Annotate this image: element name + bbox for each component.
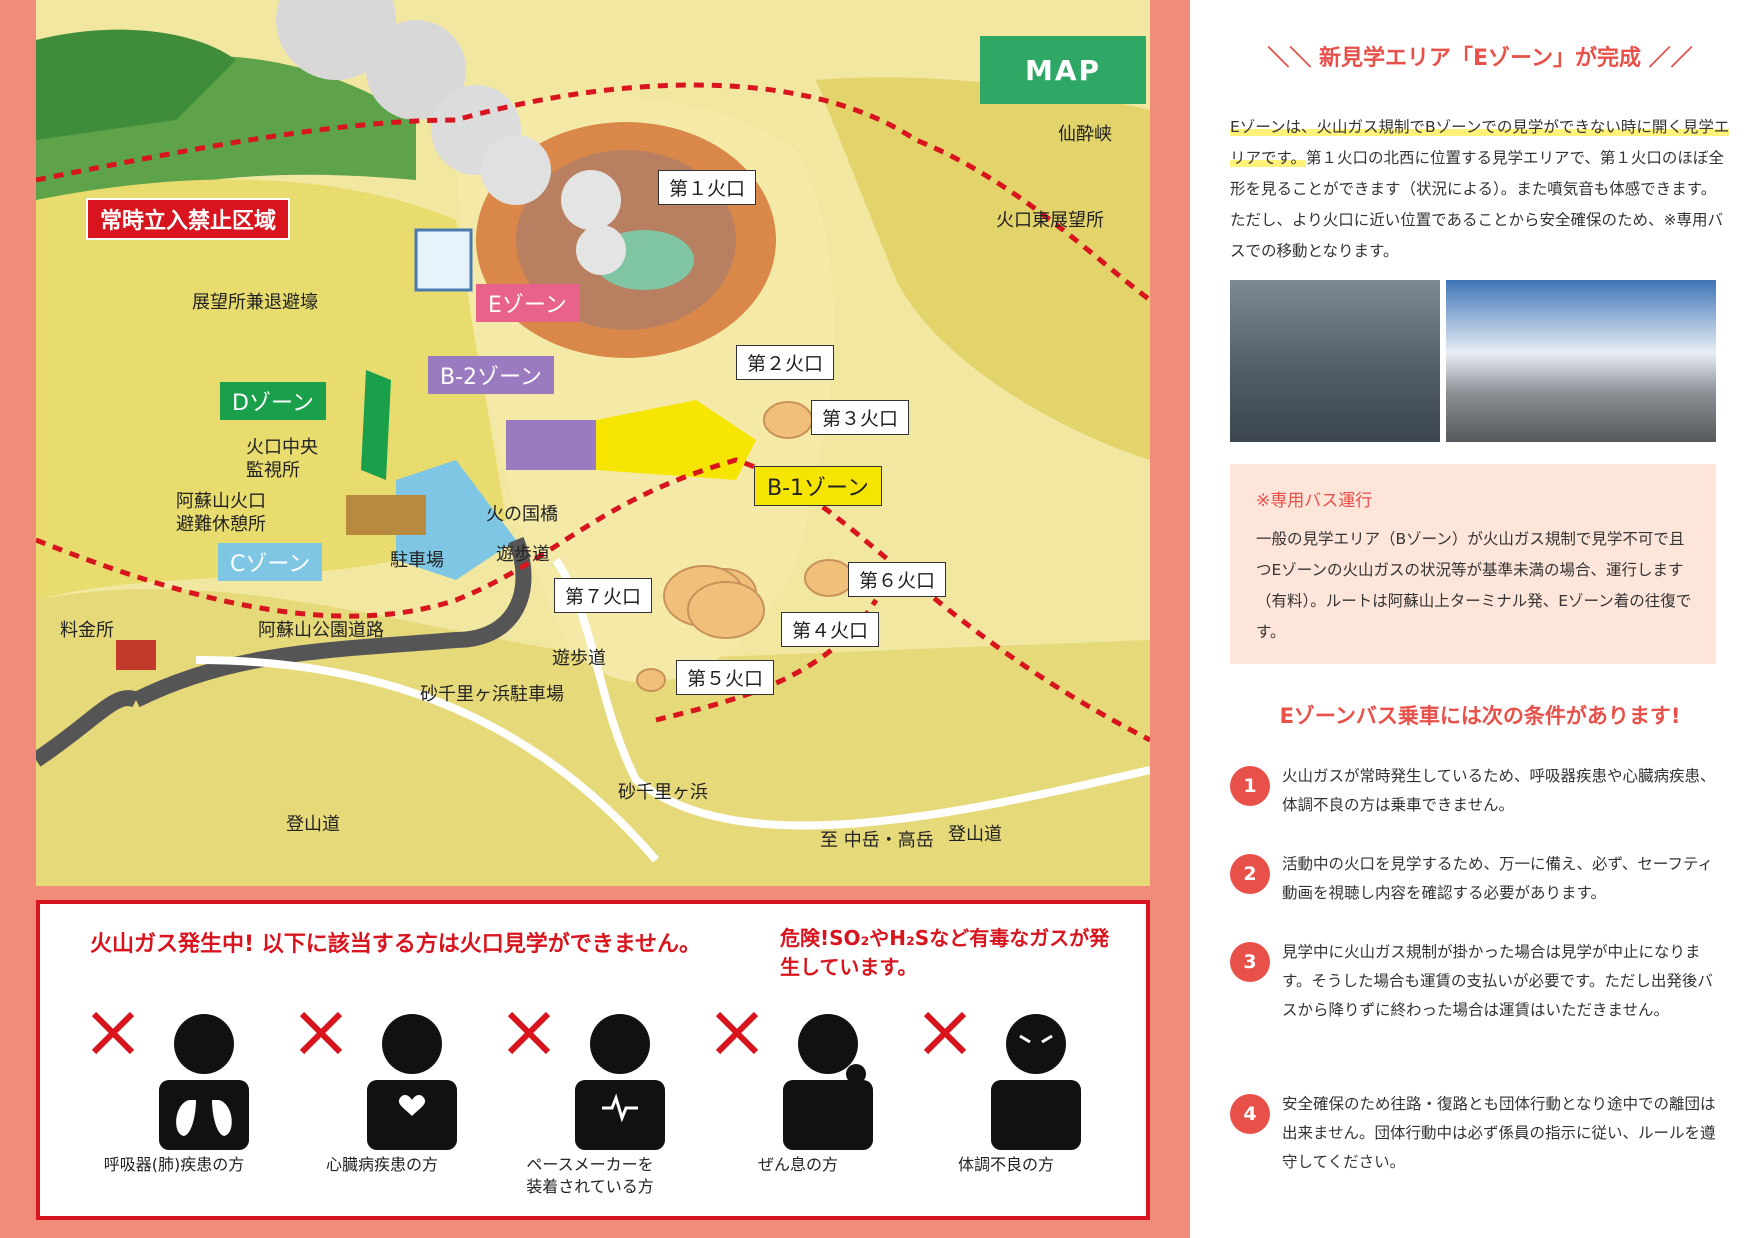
place-mountain-path-east: 登山道 bbox=[948, 824, 1002, 845]
info-body: Eゾーンは、火山ガス規制でBゾーンでの見学ができない時に開く見学エリアです。第１… bbox=[1230, 112, 1730, 267]
place-observatory-shelter: 展望所兼退避壕 bbox=[192, 292, 318, 313]
restricted-area-label: 常時立入禁止区域 bbox=[86, 198, 291, 240]
place-trail-upper: 遊歩道 bbox=[496, 544, 550, 565]
place-toll-gate: 料金所 bbox=[60, 620, 114, 641]
info-title-text: 新見学エリア「Eゾーン」が完成 bbox=[1319, 46, 1641, 71]
zone-d-label: Dゾーン bbox=[220, 382, 326, 420]
crater-3-label: 第３火口 bbox=[811, 400, 910, 435]
info-title: ＼＼ 新見学エリア「Eゾーン」が完成 ／／ bbox=[1230, 40, 1730, 72]
person-respiratory: 呼吸器(肺)疾患の方 bbox=[84, 1004, 264, 1204]
person-heart: 心臓病疾患の方 bbox=[292, 1004, 472, 1204]
crater-5-label: 第５火口 bbox=[676, 660, 775, 695]
zone-b1-label: B-1ゾーン bbox=[754, 466, 882, 506]
person-label: 体調不良の方 bbox=[957, 1155, 1054, 1174]
place-mountain-path-west: 登山道 bbox=[286, 814, 340, 835]
person-label: ぜん息の方 bbox=[757, 1155, 838, 1174]
crater-4-label: 第４火口 bbox=[781, 612, 880, 647]
place-sensuikyo: 仙酔峡 bbox=[1058, 124, 1112, 145]
slash-decoration-icon: ／／ bbox=[1648, 46, 1693, 71]
conditions-title: Eゾーンバス乗車には次の条件があります! bbox=[1279, 704, 1681, 728]
person-pacemaker: ペースメーカーを 装着されている方 bbox=[500, 1004, 680, 1204]
map-badge: MAP bbox=[980, 36, 1146, 104]
zone-c-label: Cゾーン bbox=[218, 543, 323, 581]
place-park-road: 阿蘇山公園道路 bbox=[258, 620, 384, 641]
crater-2-label: 第２火口 bbox=[736, 345, 835, 380]
crater-6-label: 第６火口 bbox=[848, 562, 947, 597]
crater-7-label: 第７火口 bbox=[554, 578, 653, 613]
lungs-icon bbox=[91, 1011, 249, 1150]
person-asthma: ぜん息の方 bbox=[708, 1004, 888, 1204]
condition-number: 1 bbox=[1230, 766, 1270, 806]
place-hinokuni-bridge: 火の国橋 bbox=[486, 504, 558, 525]
info-body-rest: 第１火口の北西に位置する見学エリアで、第１火口のほぼ全形を見ることができます（状… bbox=[1230, 149, 1724, 260]
person-label: 心臓病疾患の方 bbox=[325, 1155, 438, 1174]
warning-title: 火山ガス発生中! 以下に該当する方は火口見学ができません。 bbox=[90, 932, 702, 957]
condition-number: 3 bbox=[1230, 942, 1270, 982]
person-label: ペースメーカーを 装着されている方 bbox=[526, 1155, 654, 1196]
heart-icon bbox=[299, 1011, 457, 1150]
place-parking: 駐車場 bbox=[390, 550, 444, 571]
shuttle-bus-box: ※専用バス運行 一般の見学エリア（Bゾーン）が火山ガス規制で見学不可で且つEゾー… bbox=[1230, 464, 1716, 664]
crater-photo-1 bbox=[1230, 280, 1440, 442]
slash-decoration-icon: ＼＼ bbox=[1267, 46, 1312, 71]
bus-text: 一般の見学エリア（Bゾーン）が火山ガス規制で見学不可で且つEゾーンの火山ガスの状… bbox=[1256, 530, 1692, 641]
unwell-icon bbox=[923, 1011, 1081, 1150]
zone-e-label: Eゾーン bbox=[476, 284, 579, 322]
zone-b2-label: B-2ゾーン bbox=[428, 356, 554, 394]
person-label: 呼吸器(肺)疾患の方 bbox=[103, 1155, 245, 1174]
place-to-nakadake: 至 中岳・高岳 bbox=[820, 830, 934, 851]
condition-number: 2 bbox=[1230, 854, 1270, 894]
condition-text: 活動中の火口を見学するため、万一に備え、必ず、セーフティ動画を視聴し内容を確認す… bbox=[1282, 855, 1714, 902]
volcanic-gas-warning: 火山ガス発生中! 以下に該当する方は火口見学ができません。 危険!SO₂やH₂S… bbox=[36, 900, 1150, 1220]
crater-1-label: 第１火口 bbox=[658, 170, 757, 205]
map-illustration bbox=[36, 0, 1150, 886]
place-sunasenri: 砂千里ヶ浜 bbox=[618, 782, 708, 803]
crater-photo-2 bbox=[1446, 280, 1716, 442]
condition-text: 安全確保のため往路・復路とも団体行動となり途中での離団は出来ません。団体行動中は… bbox=[1282, 1095, 1716, 1171]
place-rest-house: 阿蘇山火口 避難休憩所 bbox=[176, 491, 266, 535]
person-unwell: 体調不良の方 bbox=[916, 1004, 1096, 1204]
crater-map: MAP 常時立入禁止区域 第１火口 第２火口 第３火口 第４火口 第５火口 第６… bbox=[36, 0, 1150, 886]
warning-danger: 危険!SO₂やH₂Sなど有毒なガスが発生しています。 bbox=[780, 926, 1110, 979]
condition-text: 見学中に火山ガス規制が掛かった場合は見学が中止になります。そうした場合も運賃の支… bbox=[1282, 943, 1713, 1019]
asthma-icon bbox=[715, 1011, 873, 1150]
place-sunasenri-parking: 砂千里ヶ浜駐車場 bbox=[420, 684, 564, 705]
e-zone-info-panel: ＼＼ 新見学エリア「Eゾーン」が完成 ／／ Eゾーンは、火山ガス規制でBゾーンで… bbox=[1230, 0, 1730, 1238]
place-monitoring-station: 火口中央 監視所 bbox=[246, 437, 318, 481]
pacemaker-icon bbox=[507, 1011, 665, 1150]
condition-number: 4 bbox=[1230, 1094, 1270, 1134]
bus-title: ※専用バス運行 bbox=[1256, 491, 1373, 511]
condition-text: 火山ガスが常時発生しているため、呼吸器疾患や心臓病疾患、体調不良の方は乗車できま… bbox=[1282, 767, 1716, 814]
place-trail-lower: 遊歩道 bbox=[552, 648, 606, 669]
place-east-observatory: 火口東展望所 bbox=[996, 210, 1104, 231]
